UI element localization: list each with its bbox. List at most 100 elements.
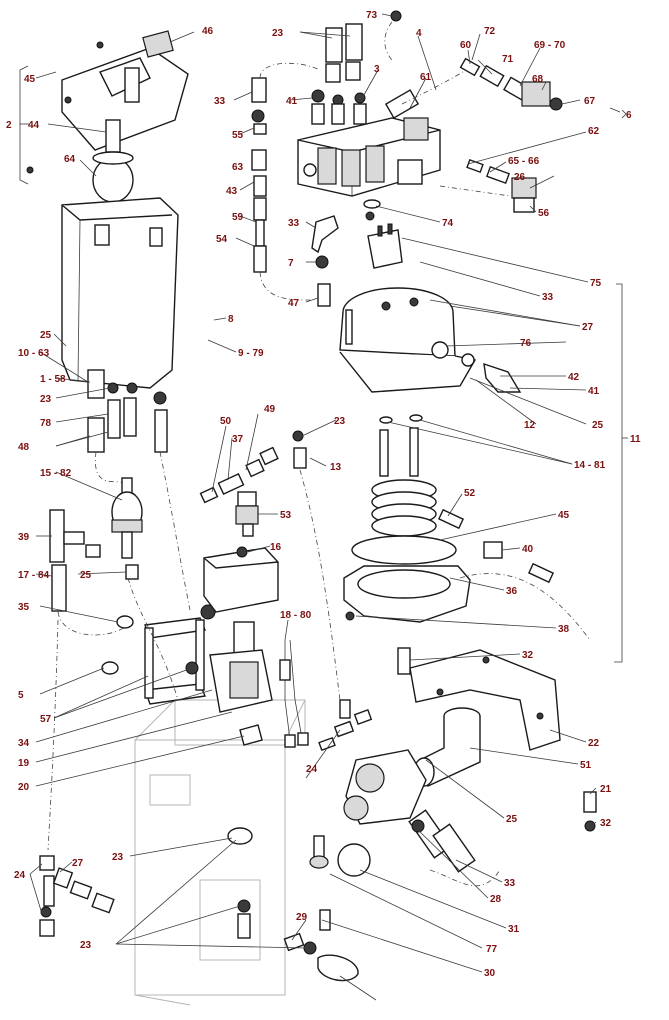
callout-32-left: 57: [40, 714, 52, 725]
callout-24-right: 25: [506, 814, 518, 825]
callout-49: 37: [232, 434, 244, 445]
callout-65-66: 26: [514, 172, 526, 183]
callout-6: 6: [626, 110, 632, 121]
callout-50: 49: [264, 404, 276, 415]
callout-32-lower: 23: [112, 852, 124, 863]
callout-17-84: 36: [506, 586, 518, 597]
callout-labels: 73 23 72 60 71 69 - 70 46 45 4 3 68 67 6…: [6, 10, 641, 979]
callout-3: 3: [374, 64, 380, 75]
callout-59: 74: [442, 218, 454, 229]
callout-76: 10 - 63: [18, 348, 50, 359]
lower-left-fittings: [39, 855, 115, 937]
callout-20: 21: [600, 784, 612, 795]
callout-73: 73: [366, 10, 378, 21]
boiler-bracket: [397, 647, 561, 751]
inline-filter: [111, 477, 143, 580]
callout-21: 32: [600, 818, 612, 829]
solenoid-valve-box: [203, 546, 279, 613]
callout-78: 12: [524, 420, 536, 431]
callout-7: 33: [542, 292, 554, 303]
callout-18-80: 38: [558, 624, 570, 635]
callout-61: 61: [420, 72, 432, 83]
callout-42: 1 - 58: [40, 374, 66, 385]
rotary-pump-unit: [318, 699, 476, 877]
callout-47: 8: [228, 314, 234, 325]
upper-right-solenoid: [384, 10, 563, 111]
callout-64: 56: [538, 208, 550, 219]
left-tee-fitting: [49, 509, 134, 675]
callout-55: 63: [232, 162, 244, 173]
callout-67: 67: [584, 96, 596, 107]
callout-71: 71: [502, 54, 514, 65]
callout-35: 18 - 80: [280, 610, 312, 621]
top-center-tubes: [311, 23, 367, 125]
callout-15-82: 45: [558, 510, 570, 521]
callout-75: 7: [288, 258, 294, 269]
callout-53: 15 - 82: [40, 468, 72, 479]
callout-26: 43: [226, 186, 238, 197]
callout-8: 27: [582, 322, 594, 333]
callout-77: 30: [484, 968, 496, 979]
callout-51: 20: [18, 782, 30, 793]
steam-line-fittings: [251, 62, 321, 273]
callout-46: 46: [202, 26, 214, 37]
callout-62: 62: [588, 126, 600, 137]
callout-1-58: 11: [630, 434, 641, 445]
callout-5: 32: [522, 650, 534, 661]
callout-40: 39: [18, 532, 30, 543]
callout-33-top: 33: [214, 96, 226, 107]
callout-48: 50: [220, 416, 232, 427]
callout-33-bottom: 24: [14, 870, 26, 881]
steam-elbow: [413, 707, 481, 787]
callout-57: 22: [588, 738, 600, 749]
tank-outlet-tubes: [87, 369, 168, 491]
callout-69-70: 69 - 70: [534, 40, 566, 51]
vibration-pump-assembly: [144, 604, 273, 746]
callout-19: 51: [580, 760, 592, 771]
callout-56: 59: [232, 212, 244, 223]
callout-39: 25: [80, 570, 92, 581]
boiler-top-fittings: [311, 211, 403, 307]
callout-41-left: 23: [40, 394, 52, 405]
callout-68: 68: [532, 74, 544, 85]
callout-2: 2: [6, 120, 12, 131]
callout-23-left: 78: [40, 418, 52, 429]
callout-34: 19: [18, 758, 30, 769]
bottom-center-fittings: [227, 827, 359, 982]
callout-44: 44: [28, 120, 40, 131]
callout-23-mid: 13: [330, 462, 342, 473]
water-tank-assembly: [26, 30, 189, 389]
callout-12: 25: [592, 420, 604, 431]
callout-60: 60: [460, 40, 472, 51]
callout-31: 23: [80, 940, 92, 951]
callout-11: 41: [588, 386, 600, 397]
callout-23-pump: 24: [306, 764, 318, 775]
machine-frame-outline: [134, 699, 306, 1006]
callout-14-81: 52: [464, 488, 476, 499]
callout-13: 14 - 81: [574, 460, 606, 471]
callout-22: 34: [18, 738, 30, 749]
callout-4: 4: [416, 28, 422, 39]
boiler-assembly: [339, 287, 555, 623]
callout-41-top: 41: [286, 96, 298, 107]
callout-36: 35: [18, 602, 30, 613]
callout-43: 64: [64, 154, 76, 165]
callout-33-lower: 47: [288, 298, 300, 309]
callout-25-lower: 17 - 84: [18, 570, 50, 581]
leader-lines: [19, 13, 628, 1001]
callout-38: 5: [18, 690, 24, 701]
callout-9-79: 76: [520, 338, 532, 349]
callout-45-mid: 16: [270, 542, 282, 553]
callout-25-mid: 9 - 79: [238, 348, 264, 359]
callout-25-left: 48: [18, 442, 30, 453]
callout-52: 53: [280, 510, 292, 521]
callout-28: 31: [508, 924, 520, 935]
hose-routings: [47, 69, 591, 887]
callout-63-top: 65 - 66: [508, 156, 540, 167]
middle-fittings: [199, 430, 307, 537]
callout-54: 75: [590, 278, 602, 289]
callout-37: 23: [334, 416, 346, 427]
callout-41-mid: 55: [232, 130, 244, 141]
callout-33-mid: 54: [216, 234, 228, 245]
